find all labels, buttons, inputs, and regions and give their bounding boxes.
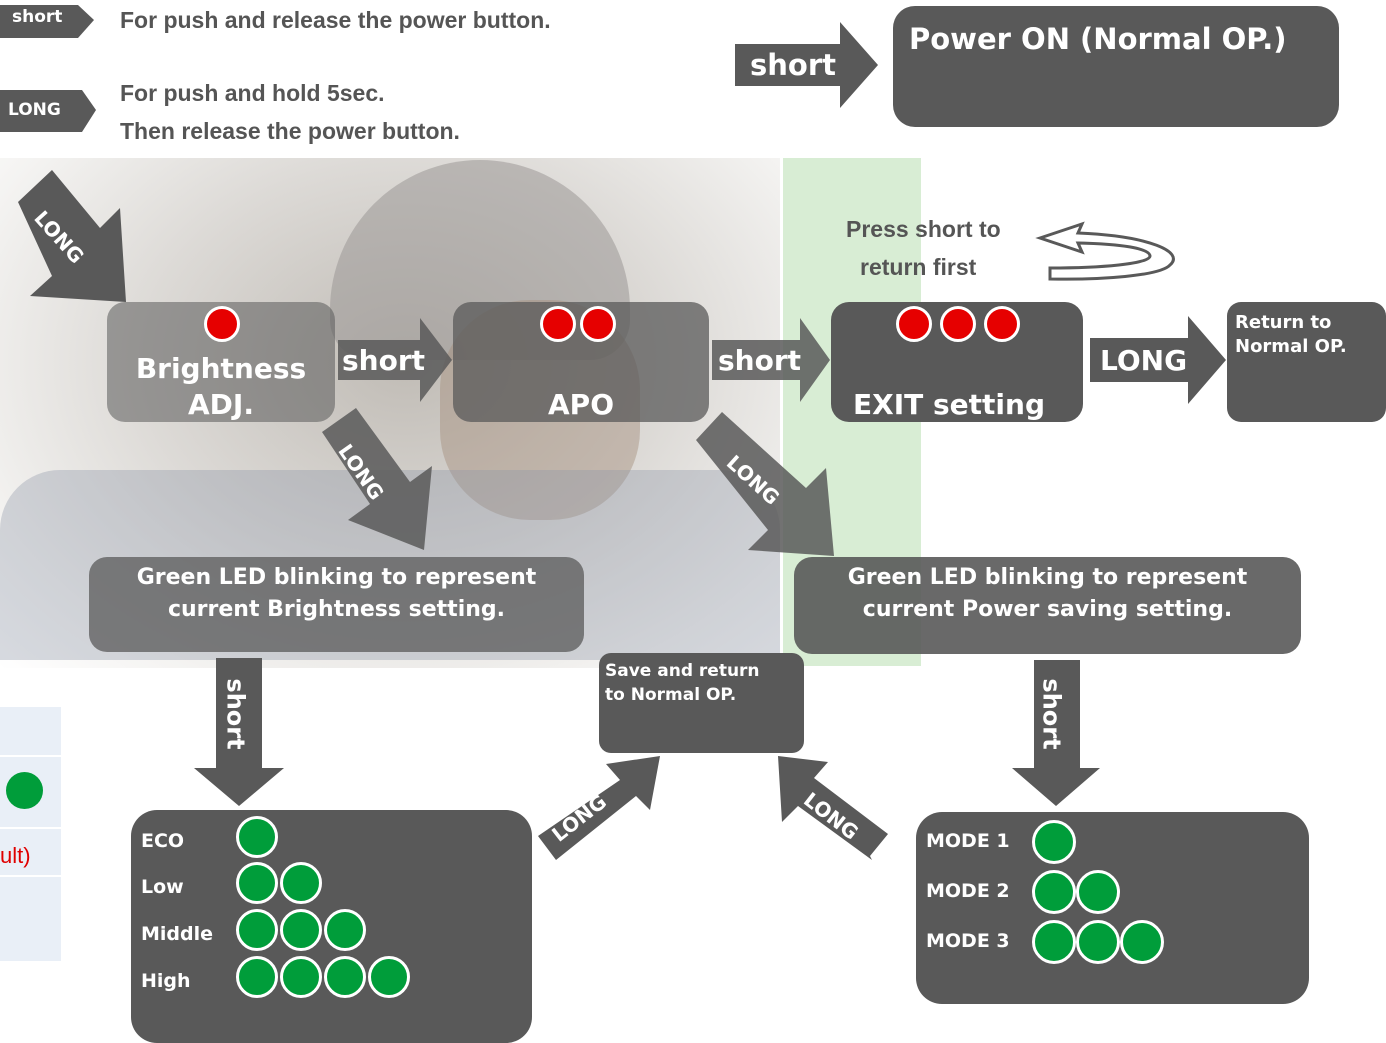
short-right-down-label: short — [1037, 678, 1066, 750]
green-led-icon — [324, 909, 366, 951]
save-label-1: Save and return — [605, 661, 760, 681]
save-label-2: to Normal OP. — [605, 685, 737, 705]
press-short-note-1: Press short to — [846, 216, 1001, 242]
green-led-icon — [236, 816, 278, 858]
legend-long-desc-1: For push and hold 5sec. — [120, 80, 385, 106]
return-label-1: Return to — [1235, 312, 1332, 333]
mode-label: MODE 3 — [926, 930, 1010, 952]
red-led-icon — [896, 306, 932, 342]
brightness-level-label: ECO — [141, 830, 185, 852]
green-led-icon — [1032, 920, 1076, 964]
return-first-arrow — [1035, 221, 1175, 281]
long-apo-down-arrow — [696, 412, 834, 556]
press-short-note-2: return first — [860, 254, 977, 280]
short-bri-apo-arrow — [338, 318, 452, 402]
green-led-icon — [280, 956, 322, 998]
brightness-level-label: High — [141, 970, 191, 992]
mode-label: MODE 1 — [926, 830, 1010, 852]
power-short-arrow — [735, 22, 878, 108]
green-led-icon — [1032, 870, 1076, 914]
short-left-down-arrow — [194, 658, 284, 806]
red-led-icon — [204, 306, 240, 342]
green-right-box: Green LED blinking to represent current … — [794, 557, 1301, 654]
long-exit-return-label: LONG — [1100, 344, 1188, 377]
power-on-box: Power ON (Normal OP.) — [893, 6, 1339, 127]
green-led-icon — [324, 956, 366, 998]
short-bri-apo-label: short — [342, 344, 426, 377]
green-left-line-1: Green LED blinking to represent — [136, 565, 537, 590]
legend-short-arrow — [0, 5, 94, 38]
green-left-line-2: current Brightness setting. — [167, 597, 506, 622]
mode-label: MODE 2 — [926, 880, 1010, 902]
short-apo-exit-arrow — [712, 318, 830, 402]
green-led-icon — [280, 862, 322, 904]
green-left-box: Green LED blinking to represent current … — [89, 557, 584, 652]
green-led-icon — [236, 956, 278, 998]
red-led-icon — [580, 306, 616, 342]
green-led-icon — [1120, 920, 1164, 964]
short-right-down-arrow — [1012, 660, 1100, 806]
partial-table-row — [0, 827, 61, 829]
legend-long-desc-2: Then release the power button. — [120, 118, 460, 144]
green-led-icon — [280, 909, 322, 951]
brightness-box: Brightness ADJ. — [107, 302, 335, 422]
partial-table-text: ult) — [0, 843, 31, 868]
long-bri-down-arrow — [322, 408, 432, 550]
brightness-label-2: ADJ. — [188, 388, 254, 421]
return-label-2: Normal OP. — [1235, 336, 1347, 357]
long-right-up-arrow — [778, 756, 888, 860]
brightness-level-label: Low — [141, 876, 184, 898]
long-exit-return-arrow — [1090, 316, 1226, 404]
exit-label: EXIT setting — [853, 388, 1045, 421]
green-led-icon — [1076, 920, 1120, 964]
partial-table-row — [0, 875, 61, 877]
short-apo-exit-label: short — [718, 344, 802, 377]
green-led-icon — [1076, 870, 1120, 914]
legend-short-tag: short — [12, 7, 63, 27]
green-led-icon — [236, 862, 278, 904]
apo-label: APO — [548, 388, 614, 421]
return-box: Return to Normal OP. — [1227, 302, 1386, 422]
long-left-up-arrow — [538, 756, 660, 860]
red-led-icon — [940, 306, 976, 342]
legend-long-arrow — [0, 90, 96, 132]
red-led-icon — [984, 306, 1020, 342]
brightness-label-1: Brightness — [135, 352, 307, 385]
long-top-left-arrow — [18, 170, 126, 302]
power-on-title: Power ON (Normal OP.) — [909, 22, 1287, 56]
green-led-icon — [368, 956, 410, 998]
short-left-down-label: short — [221, 678, 250, 750]
brightness-level-label: Middle — [141, 923, 214, 945]
green-right-line-1: Green LED blinking to represent — [847, 565, 1248, 590]
legend-long-tag: LONG — [8, 100, 61, 120]
partial-table-row — [0, 755, 61, 757]
green-led-icon — [236, 909, 278, 951]
power-short-label: short — [750, 48, 836, 82]
partial-table: ult) — [0, 707, 61, 961]
save-box: Save and return to Normal OP. — [599, 653, 804, 753]
green-right-line-2: current Power saving setting. — [862, 597, 1233, 622]
legend-short-desc: For push and release the power button. — [120, 7, 551, 33]
partial-table-green-led — [6, 772, 43, 809]
green-led-icon — [1032, 820, 1076, 864]
red-led-icon — [540, 306, 576, 342]
